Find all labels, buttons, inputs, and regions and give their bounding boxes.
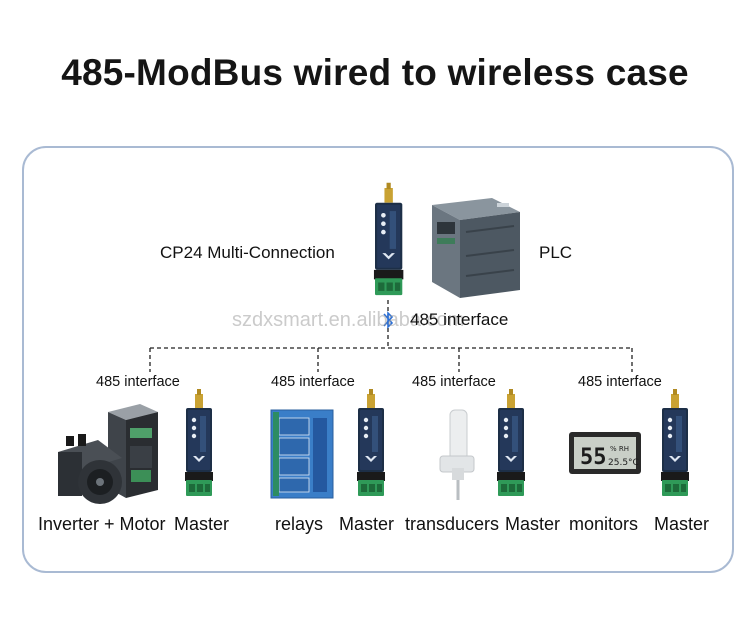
transducer-probe	[439, 409, 475, 500]
top-interface-label: 485 interface	[410, 310, 509, 329]
master-label-2: Master	[339, 514, 395, 534]
plc-device	[432, 198, 520, 298]
master-module-4	[661, 389, 689, 496]
servo-motor	[58, 434, 122, 504]
interface-label-1: 485 interface	[96, 374, 180, 390]
monitor-value: 55	[580, 445, 607, 470]
device-label-1: Inverter + Motor	[38, 514, 166, 534]
device-label-3: transducers	[405, 514, 500, 534]
master-label-4: Master	[654, 514, 710, 534]
interface-label-4: 485 interface	[578, 374, 662, 390]
cp24-label: CP24 Multi-Connection	[160, 243, 335, 262]
watermark: szdxsmart.en.alibaba.com	[232, 309, 465, 331]
master-module-1	[185, 389, 213, 496]
monitor-unit: % RH	[610, 445, 629, 453]
interface-label-3: 485 interface	[412, 374, 496, 390]
relay-board	[270, 409, 334, 499]
device-label-4: monitors	[569, 514, 639, 534]
page-title: 485-ModBus wired to wireless case	[61, 52, 689, 93]
cp24-module	[373, 182, 404, 296]
master-module-2	[357, 389, 385, 496]
plc-label: PLC	[539, 243, 573, 262]
bluetooth-icon	[383, 311, 394, 329]
monitor-temp: 25.5°C	[608, 458, 639, 468]
master-label-3: Master	[505, 514, 561, 534]
master-module-3	[497, 389, 525, 496]
device-label-2: relays	[275, 514, 324, 534]
hygrometer-monitor: 55 % RH 25.5°C	[569, 432, 641, 474]
diagram-frame	[22, 146, 734, 573]
interface-label-2: 485 interface	[271, 374, 355, 390]
master-label-1: Master	[174, 514, 230, 534]
